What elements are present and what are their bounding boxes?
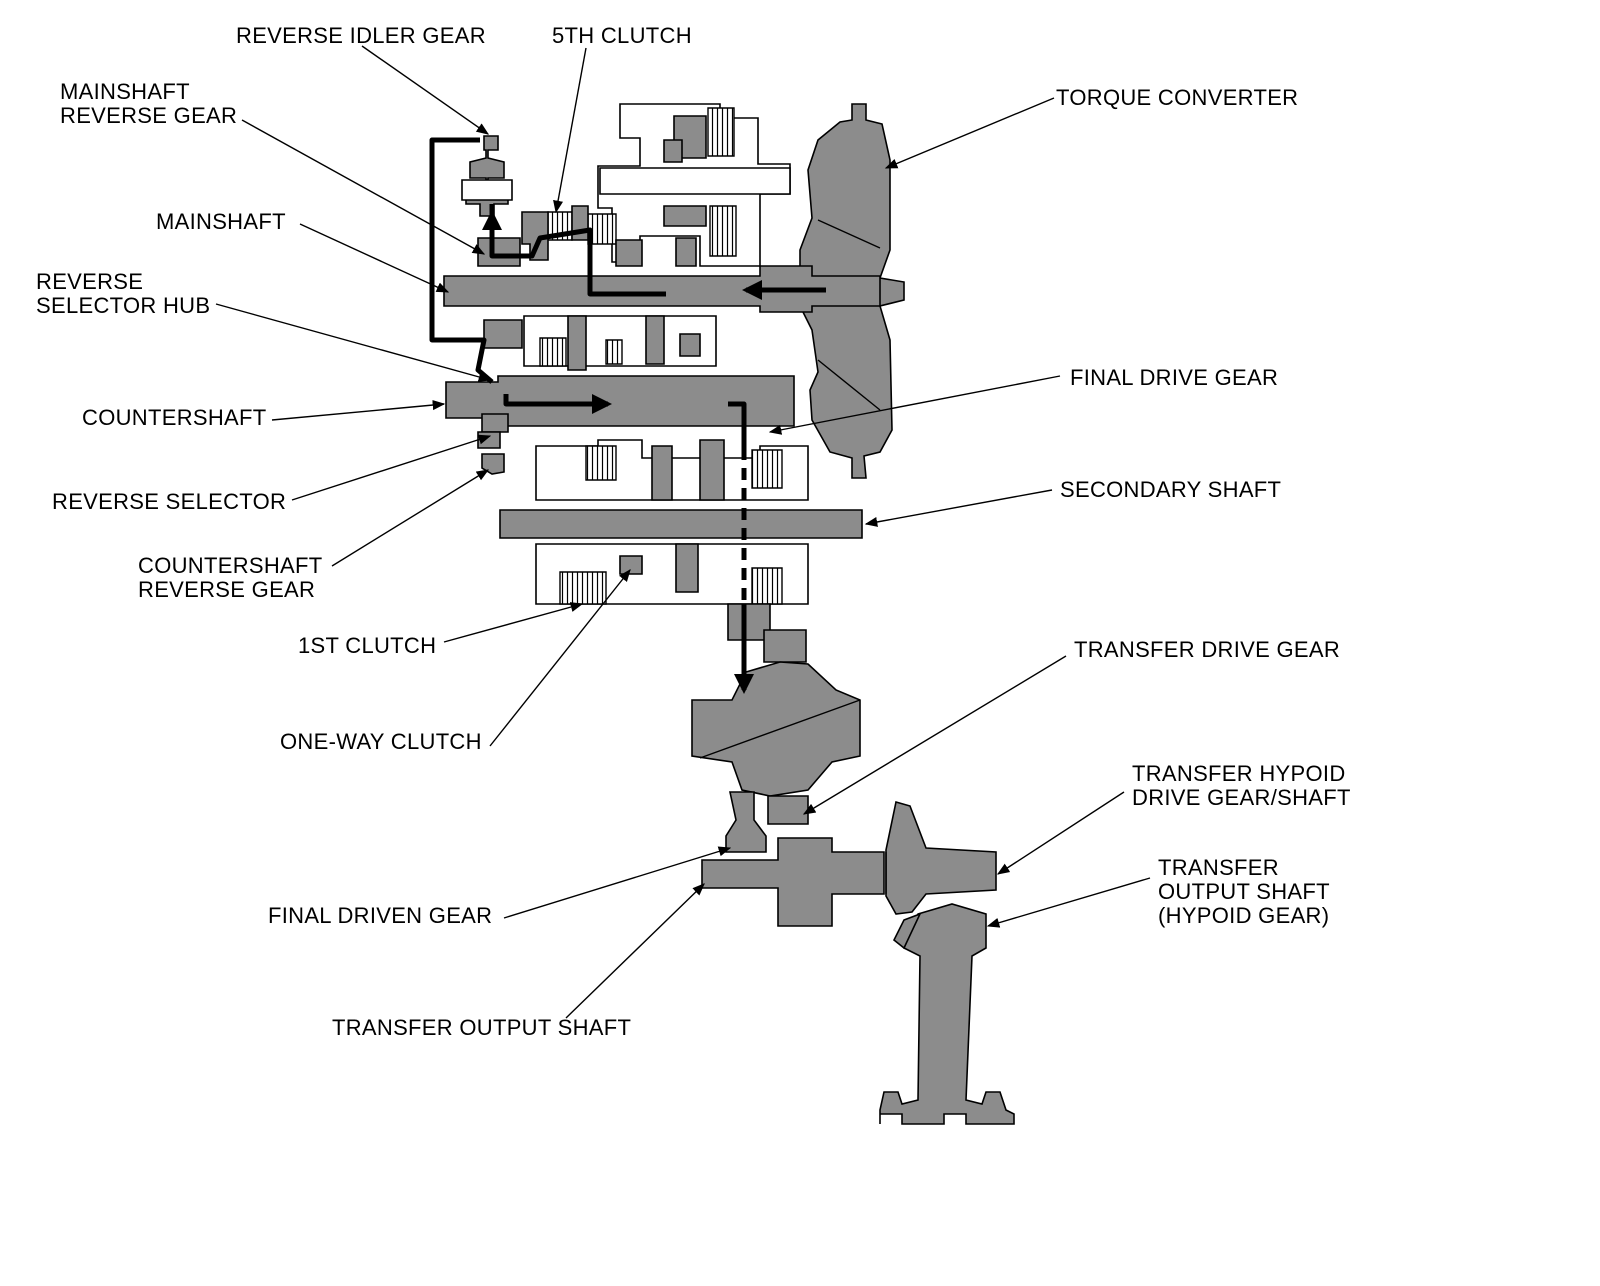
upper-clutch-assemblies xyxy=(521,103,791,267)
leader-countershaft xyxy=(271,400,446,421)
label-transfer-drive-gear: TRANSFER DRIVE GEAR xyxy=(1074,637,1341,662)
leader-mainshaft-reverse-gear xyxy=(241,119,486,255)
label-mainshaft-reverse-gear: MAINSHAFT REVERSE GEAR xyxy=(60,79,238,128)
leader-transfer-hypoid-drive-gear xyxy=(996,791,1125,875)
leader-torque-converter xyxy=(884,97,1055,169)
reverse-idler-gear xyxy=(461,135,513,217)
leader-lines xyxy=(215,45,1151,1019)
reverse-selector xyxy=(477,431,501,449)
label-countershaft-reverse-gear: COUNTERSHAFT REVERSE GEAR xyxy=(138,553,323,602)
label-torque-converter: TORQUE CONVERTER xyxy=(1056,85,1299,110)
leader-reverse-idler-gear xyxy=(361,45,490,135)
leader-countershaft-reverse-gear xyxy=(331,469,490,567)
final-driven-gear xyxy=(725,791,767,853)
transfer-drive-gear xyxy=(767,795,809,825)
label-reverse-selector: REVERSE SELECTOR xyxy=(52,489,287,514)
label-reverse-selector-hub: REVERSE SELECTOR HUB xyxy=(36,269,211,318)
transfer-output-shaft xyxy=(701,837,885,927)
transfer-output-shaft-hypoid-gear xyxy=(879,903,1015,1125)
label-mainshaft: MAINSHAFT xyxy=(156,209,286,234)
leader-final-drive-gear xyxy=(768,375,1061,435)
label-one-way-clutch: ONE-WAY CLUTCH xyxy=(280,729,482,754)
leader-final-driven-gear xyxy=(503,846,732,919)
label-reverse-idler-gear: REVERSE IDLER GEAR xyxy=(236,23,486,48)
label-5th-clutch: 5TH CLUTCH xyxy=(552,23,692,48)
leader-mainshaft xyxy=(299,223,450,293)
countershaft xyxy=(445,375,795,433)
leader-secondary-shaft xyxy=(864,489,1053,527)
mainshaft-lower-clutches xyxy=(523,315,717,371)
label-transfer-output-shaft: TRANSFER OUTPUT SHAFT xyxy=(332,1015,632,1040)
countershaft-reverse-gear xyxy=(481,453,505,475)
leader-transfer-drive-gear xyxy=(802,655,1067,815)
leader-transfer-output-shaft-hypoid xyxy=(986,877,1151,928)
label-secondary-shaft: SECONDARY SHAFT xyxy=(1060,477,1282,502)
differential-assembly xyxy=(691,603,861,797)
label-countershaft: COUNTERSHAFT xyxy=(82,405,267,430)
leader-reverse-selector xyxy=(291,434,492,501)
leader-transfer-output-shaft xyxy=(565,883,705,1019)
reverse-power-flow-path xyxy=(429,137,826,694)
label-final-driven-gear: FINAL DRIVEN GEAR xyxy=(268,903,493,928)
leader-1st-clutch xyxy=(443,602,584,643)
leader-5th-clutch xyxy=(553,47,587,214)
label-1st-clutch: 1ST CLUTCH xyxy=(298,633,437,658)
leader-reverse-selector-hub xyxy=(215,303,492,382)
secondary-shaft-assembly xyxy=(535,439,809,605)
label-transfer-hypoid-drive-gear-shaft: TRANSFER HYPOID DRIVE GEAR/SHAFT xyxy=(1132,761,1351,810)
secondary-shaft xyxy=(499,509,863,539)
leader-one-way-clutch xyxy=(489,569,631,747)
label-final-drive-gear: FINAL DRIVE GEAR xyxy=(1070,365,1279,390)
transfer-hypoid-drive-gear-shaft xyxy=(885,800,997,915)
label-transfer-output-shaft-hypoid-gear: TRANSFER OUTPUT SHAFT (HYPOID GEAR) xyxy=(1158,855,1330,928)
